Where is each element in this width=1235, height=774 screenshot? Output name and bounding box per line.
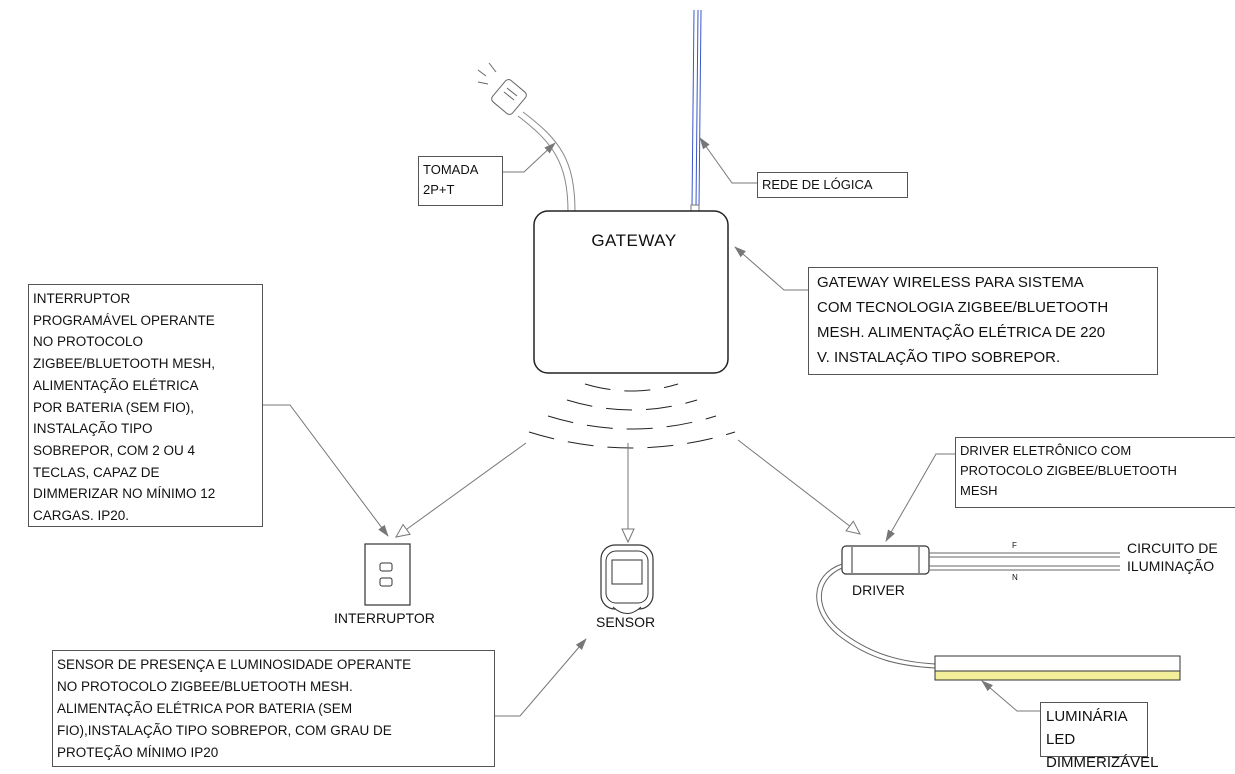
gateway-device [533,210,729,374]
switch-icon [364,543,411,606]
callout-driver: DRIVER ELETRÔNICO COM PROTOCOLO ZIGBEE/B… [955,437,1235,508]
neutro-label: N [1012,573,1018,582]
callout-rede-logica: REDE DE LÓGICA [757,172,908,198]
callout-driver-text: DRIVER ELETRÔNICO COM PROTOCOLO ZIGBEE/B… [960,443,1177,498]
callout-interruptor: INTERRUPTOR PROGRAMÁVEL OPERANTE NO PROT… [28,284,263,527]
network-cable [691,9,702,209]
sensor-label: SENSOR [596,614,656,630]
callout-gateway-text: GATEWAY WIRELESS PARA SISTEMA COM TECNOL… [817,274,1109,366]
driver-to-luminaire-cable [816,563,936,669]
power-cord [522,111,576,213]
callout-luminaria: LUMINÁRIA LED DIMMERIZÁVEL [1040,702,1159,771]
interruptor-label: INTERRUPTOR [334,610,435,626]
callout-interruptor-text: INTERRUPTOR PROGRAMÁVEL OPERANTE NO PROT… [33,291,216,524]
callout-sensor: SENSOR DE PRESENÇA E LUMINOSIDADE OPERAN… [52,650,495,767]
presence-sensor-icon [600,544,654,614]
driver-label: DRIVER [852,582,905,598]
driver-icon [841,545,930,575]
fase-label: F [1012,541,1017,550]
callout-rede-logica-text: REDE DE LÓGICA [762,177,873,192]
callout-tomada-text: TOMADA 2P+T [423,162,479,197]
callout-sensor-text: SENSOR DE PRESENÇA E LUMINOSIDADE OPERAN… [57,657,412,760]
gateway-title: GATEWAY [591,231,677,250]
lighting-circuit-wires [929,552,1120,571]
callout-luminaria-text: LUMINÁRIA LED DIMMERIZÁVEL [1046,708,1159,771]
circuito-label: CIRCUITO DE ILUMINAÇÃO [1127,540,1218,574]
callout-gateway: GATEWAY WIRELESS PARA SISTEMA COM TECNOL… [808,267,1158,375]
led-luminaire-icon [934,655,1181,681]
callout-tomada: TOMADA 2P+T [418,156,503,206]
wireless-signal-icon [528,383,736,449]
plug-icon [477,62,527,115]
